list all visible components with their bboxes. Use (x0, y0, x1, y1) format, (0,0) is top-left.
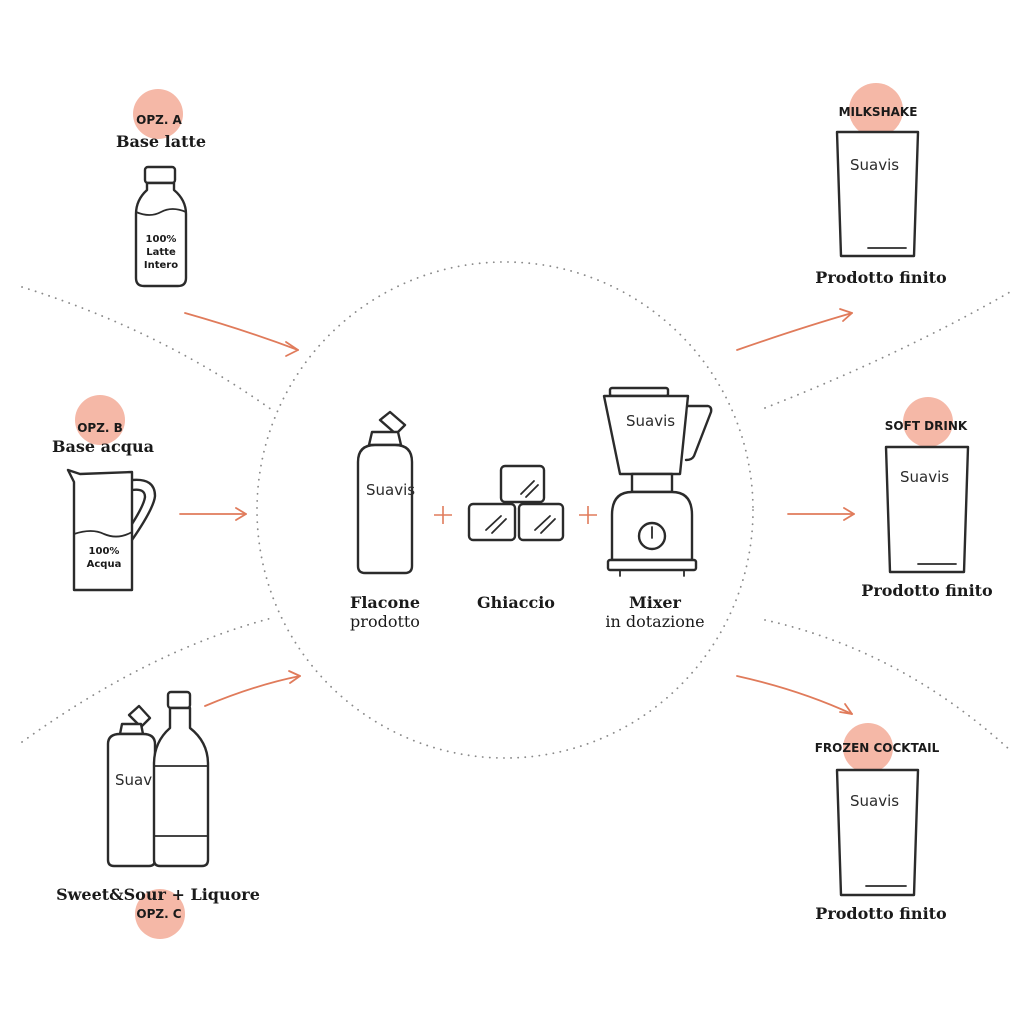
blender-icon: Suavis (602, 386, 713, 577)
option-label: Base latte (116, 132, 206, 151)
flacone-group: Suavis Flacone prodotto (350, 410, 420, 631)
logo-text: Suavis (850, 792, 899, 810)
option-tag: OPZ. B (77, 421, 123, 435)
bottle-text-3: Intero (144, 260, 178, 271)
output-frozen-cocktail: Suavis FROZEN COCKTAIL Prodotto finito (815, 723, 947, 923)
tag-blob (133, 89, 183, 139)
plus-sign-1 (434, 506, 452, 524)
logo-text: Suavis (626, 412, 675, 430)
glass-icon: Suavis (835, 130, 920, 258)
tag-blob (135, 889, 185, 939)
divider-top-right (764, 291, 1011, 409)
ice-cubes-icon (467, 464, 565, 542)
arrow-center-to-milkshake (736, 308, 853, 351)
logo-text: Suavis (366, 481, 415, 499)
logo-text: Suavis (115, 771, 164, 789)
water-jug-icon: 100% Acqua (66, 468, 157, 592)
plus-sign-2 (579, 506, 597, 524)
jug-text-2: Acqua (87, 559, 122, 570)
tag-blob (843, 723, 893, 773)
glass-icon: Suavis (835, 768, 920, 897)
output-soft-drink: Suavis SOFT DRINK Prodotto finito (861, 397, 993, 600)
output-label: Prodotto finito (815, 904, 947, 923)
option-a-group: OPZ. A Base latte 100% Latte Intero (116, 89, 206, 288)
arrow-b-to-center (179, 507, 247, 521)
divider-top-left (21, 286, 273, 411)
logo-text: Suavis (850, 156, 899, 174)
center-dotted-circle (256, 261, 754, 759)
divider-bottom-right (764, 619, 1011, 751)
mixer-group: Suavis Mixer in dotazione (602, 386, 713, 631)
output-tag: MILKSHAKE (839, 105, 918, 119)
option-tag: OPZ. C (136, 907, 181, 921)
option-c-group: Suavis Sweet&Sour + Liquore OPZ. C (56, 690, 260, 939)
option-tag: OPZ. A (136, 113, 182, 127)
divider-bottom-left (21, 617, 273, 743)
tag-blob (75, 395, 125, 445)
logo-text: Suavis (900, 468, 949, 486)
item-title: Mixer (629, 593, 682, 612)
milk-bottle-icon: 100% Latte Intero (134, 165, 188, 288)
option-b-group: OPZ. B Base acqua 100% Acqua (52, 395, 157, 592)
glass-icon: Suavis (884, 445, 970, 574)
bottle-text-1: 100% (146, 234, 177, 245)
ghiaccio-group: Ghiaccio (467, 464, 565, 612)
small-flacone-icon: Suavis (106, 704, 164, 868)
jug-text-1: 100% (89, 546, 120, 557)
flacone-icon: Suavis (356, 410, 415, 575)
output-tag: FROZEN COCKTAIL (815, 741, 940, 755)
tag-blob (903, 397, 953, 447)
liquor-bottle-icon (152, 690, 210, 868)
tag-blob (849, 83, 903, 137)
output-milkshake: Suavis MILKSHAKE Prodotto finito (815, 83, 947, 287)
option-label: Sweet&Sour + Liquore (56, 885, 260, 904)
arrow-a-to-center (184, 312, 299, 357)
output-tag: SOFT DRINK (885, 419, 968, 433)
item-subtitle: in dotazione (605, 612, 704, 631)
item-subtitle: prodotto (350, 612, 420, 631)
item-title: Ghiaccio (477, 593, 555, 612)
output-label: Prodotto finito (815, 268, 947, 287)
option-label: Base acqua (52, 437, 154, 456)
arrow-c-to-center (204, 670, 301, 707)
arrow-center-to-softdrink (787, 507, 855, 521)
output-label: Prodotto finito (861, 581, 993, 600)
bottle-text-2: Latte (146, 247, 176, 258)
item-title: Flacone (350, 593, 420, 612)
arrow-center-to-frozen (736, 675, 853, 715)
